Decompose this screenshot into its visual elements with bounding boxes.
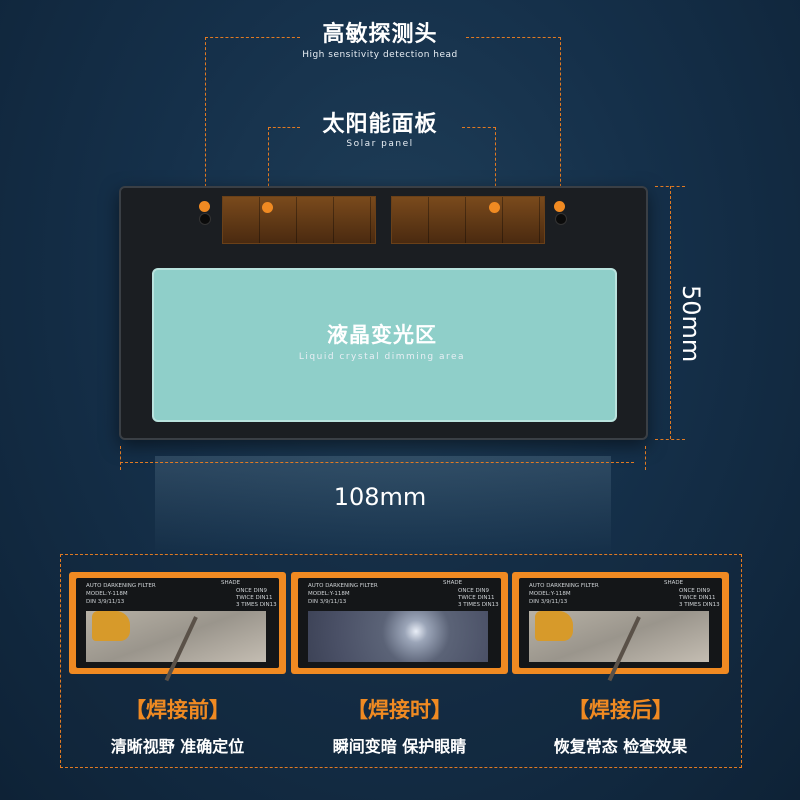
shade-text: SHADE bbox=[443, 580, 463, 586]
height-label: 50mm bbox=[677, 285, 705, 363]
shade-opt1: ONCE DIN9 bbox=[458, 588, 489, 594]
card-before-subtitle: 清晰视野 准确定位 bbox=[110, 737, 245, 756]
card-before-title: 【焊接前】 bbox=[125, 698, 230, 722]
shade-opt3: 3 TIMES DIN13 bbox=[236, 602, 277, 608]
detector-subtitle: High sensitivity detection head bbox=[302, 50, 458, 60]
filter-reflection bbox=[155, 456, 611, 556]
shade-text: SHADE bbox=[221, 580, 241, 586]
glove-shape bbox=[92, 611, 130, 641]
model-text: MODEL:Y-118M bbox=[529, 591, 571, 597]
solar-panel-left bbox=[222, 196, 376, 244]
solar-marker-left bbox=[262, 202, 273, 213]
din-text: DIN 3/9/11/13 bbox=[86, 599, 125, 605]
solar-title: 太阳能面板 bbox=[322, 112, 438, 137]
card-during-title: 【焊接时】 bbox=[347, 698, 452, 722]
din-text: DIN 3/9/11/13 bbox=[308, 599, 347, 605]
weld-rod bbox=[164, 616, 198, 682]
detector-leader-left bbox=[205, 37, 300, 38]
card-after: AUTO DARKENING FILTER MODEL:Y-118M DIN 3… bbox=[512, 572, 729, 682]
din-text: DIN 3/9/11/13 bbox=[529, 599, 568, 605]
scene-during-image bbox=[308, 611, 488, 662]
scene-after-image bbox=[529, 611, 709, 682]
lcd-title: 液晶变光区 bbox=[327, 323, 437, 347]
lcd-subtitle: Liquid crystal dimming area bbox=[298, 352, 466, 362]
shade-opt2: TWICE DIN11 bbox=[458, 595, 495, 601]
height-dim-line bbox=[670, 186, 671, 439]
card-after-subtitle: 恢复常态 检查效果 bbox=[553, 737, 688, 756]
detector-marker-left bbox=[199, 201, 210, 212]
lcd-area bbox=[152, 268, 617, 422]
weld-rod bbox=[607, 616, 641, 682]
detector-marker-right bbox=[554, 201, 565, 212]
shade-opt2: TWICE DIN11 bbox=[236, 595, 273, 601]
brand-text: AUTO DARKENING FILTER bbox=[308, 583, 378, 589]
solar-leader-right bbox=[462, 127, 496, 128]
shade-text: SHADE bbox=[664, 580, 684, 586]
width-label: 108mm bbox=[333, 483, 427, 511]
glove-shape bbox=[535, 611, 573, 641]
shade-opt1: ONCE DIN9 bbox=[236, 588, 267, 594]
detector-title: 高敏探测头 bbox=[322, 22, 438, 47]
detector-leader-right-v bbox=[560, 37, 561, 202]
card-after-title: 【焊接后】 bbox=[568, 698, 673, 722]
shade-opt3: 3 TIMES DIN13 bbox=[679, 602, 720, 608]
model-text: MODEL:Y-118M bbox=[86, 591, 128, 597]
brand-text: AUTO DARKENING FILTER bbox=[86, 583, 156, 589]
solar-leader-right-v bbox=[495, 127, 496, 207]
solar-panel-right bbox=[391, 196, 545, 244]
card-during: AUTO DARKENING FILTER MODEL:Y-118M DIN 3… bbox=[291, 572, 508, 674]
card-before: AUTO DARKENING FILTER MODEL:Y-118M DIN 3… bbox=[69, 572, 286, 682]
model-text: MODEL:Y-118M bbox=[308, 591, 350, 597]
width-dim-left bbox=[120, 446, 121, 470]
brand-text: AUTO DARKENING FILTER bbox=[529, 583, 599, 589]
scene-before-image bbox=[86, 611, 266, 682]
sensor-left bbox=[199, 213, 211, 225]
detector-leader-left-v bbox=[205, 37, 206, 202]
solar-leader-left bbox=[268, 127, 300, 128]
sensor-right bbox=[555, 213, 567, 225]
shade-opt2: TWICE DIN11 bbox=[679, 595, 716, 601]
shade-opt1: ONCE DIN9 bbox=[679, 588, 710, 594]
detector-leader-right bbox=[466, 37, 561, 38]
solar-leader-left-v bbox=[268, 127, 269, 207]
filter-label-during: AUTO DARKENING FILTER MODEL:Y-118M DIN 3… bbox=[298, 578, 501, 668]
filter-label-after: AUTO DARKENING FILTER MODEL:Y-118M DIN 3… bbox=[519, 578, 722, 682]
height-dim-bottom bbox=[655, 439, 685, 440]
width-dim-right bbox=[645, 446, 646, 470]
card-during-subtitle: 瞬间变暗 保护眼睛 bbox=[332, 737, 467, 756]
width-dim-line bbox=[120, 462, 634, 463]
solar-marker-right bbox=[489, 202, 500, 213]
solar-subtitle: Solar panel bbox=[346, 139, 414, 149]
filter-label-before: AUTO DARKENING FILTER MODEL:Y-118M DIN 3… bbox=[76, 578, 279, 682]
shade-opt3: 3 TIMES DIN13 bbox=[458, 602, 499, 608]
